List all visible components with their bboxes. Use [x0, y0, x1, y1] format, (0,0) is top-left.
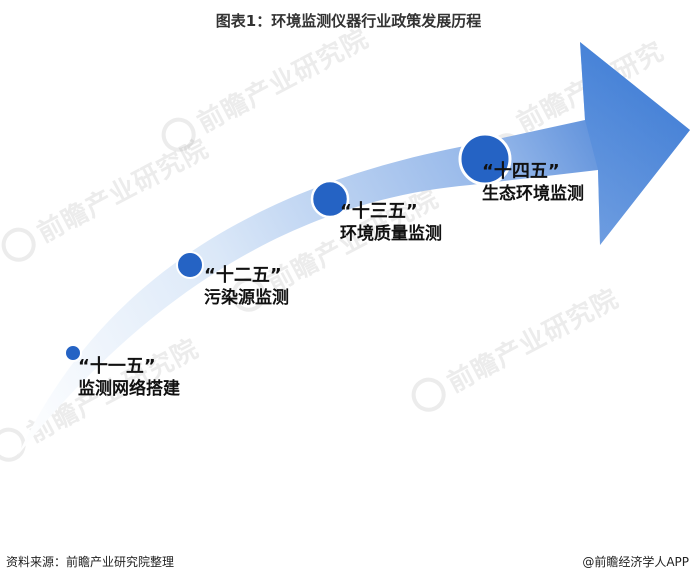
stage-period: “十三五” — [340, 201, 418, 222]
stage-period: “十四五” — [482, 161, 560, 182]
stage-title: 生态环境监测 — [482, 184, 584, 205]
brand-text: @前瞻经济学人APP — [582, 555, 689, 569]
stage-title: 监测网络搭建 — [78, 379, 180, 400]
arrow-head-highlight — [580, 42, 690, 245]
stage-period: “十二五” — [204, 265, 282, 286]
stage-node-4 — [458, 132, 512, 186]
stage-node-3 — [310, 179, 350, 219]
stage-label-2: “十二五” 污染源监测 — [204, 264, 289, 309]
stage-title: 环境质量监测 — [340, 224, 442, 245]
stage-label-1: “十一五” 监测网络搭建 — [78, 355, 180, 400]
stage-label-3: “十三五” 环境质量监测 — [340, 200, 442, 245]
brand-credit: @前瞻经济学人APP — [582, 553, 689, 570]
stage-node-1 — [64, 344, 82, 362]
stage-title: 污染源监测 — [204, 288, 289, 309]
stage-node-2 — [176, 251, 204, 279]
chart-title: 图表1：环境监测仪器行业政策发展历程 — [215, 12, 482, 30]
arrow-body — [18, 42, 690, 455]
source-note: 资料来源：前瞻产业研究院整理 — [6, 555, 175, 569]
stage-label-4: “十四五” 生态环境监测 — [482, 160, 584, 205]
stage-period: “十一五” — [78, 356, 156, 377]
